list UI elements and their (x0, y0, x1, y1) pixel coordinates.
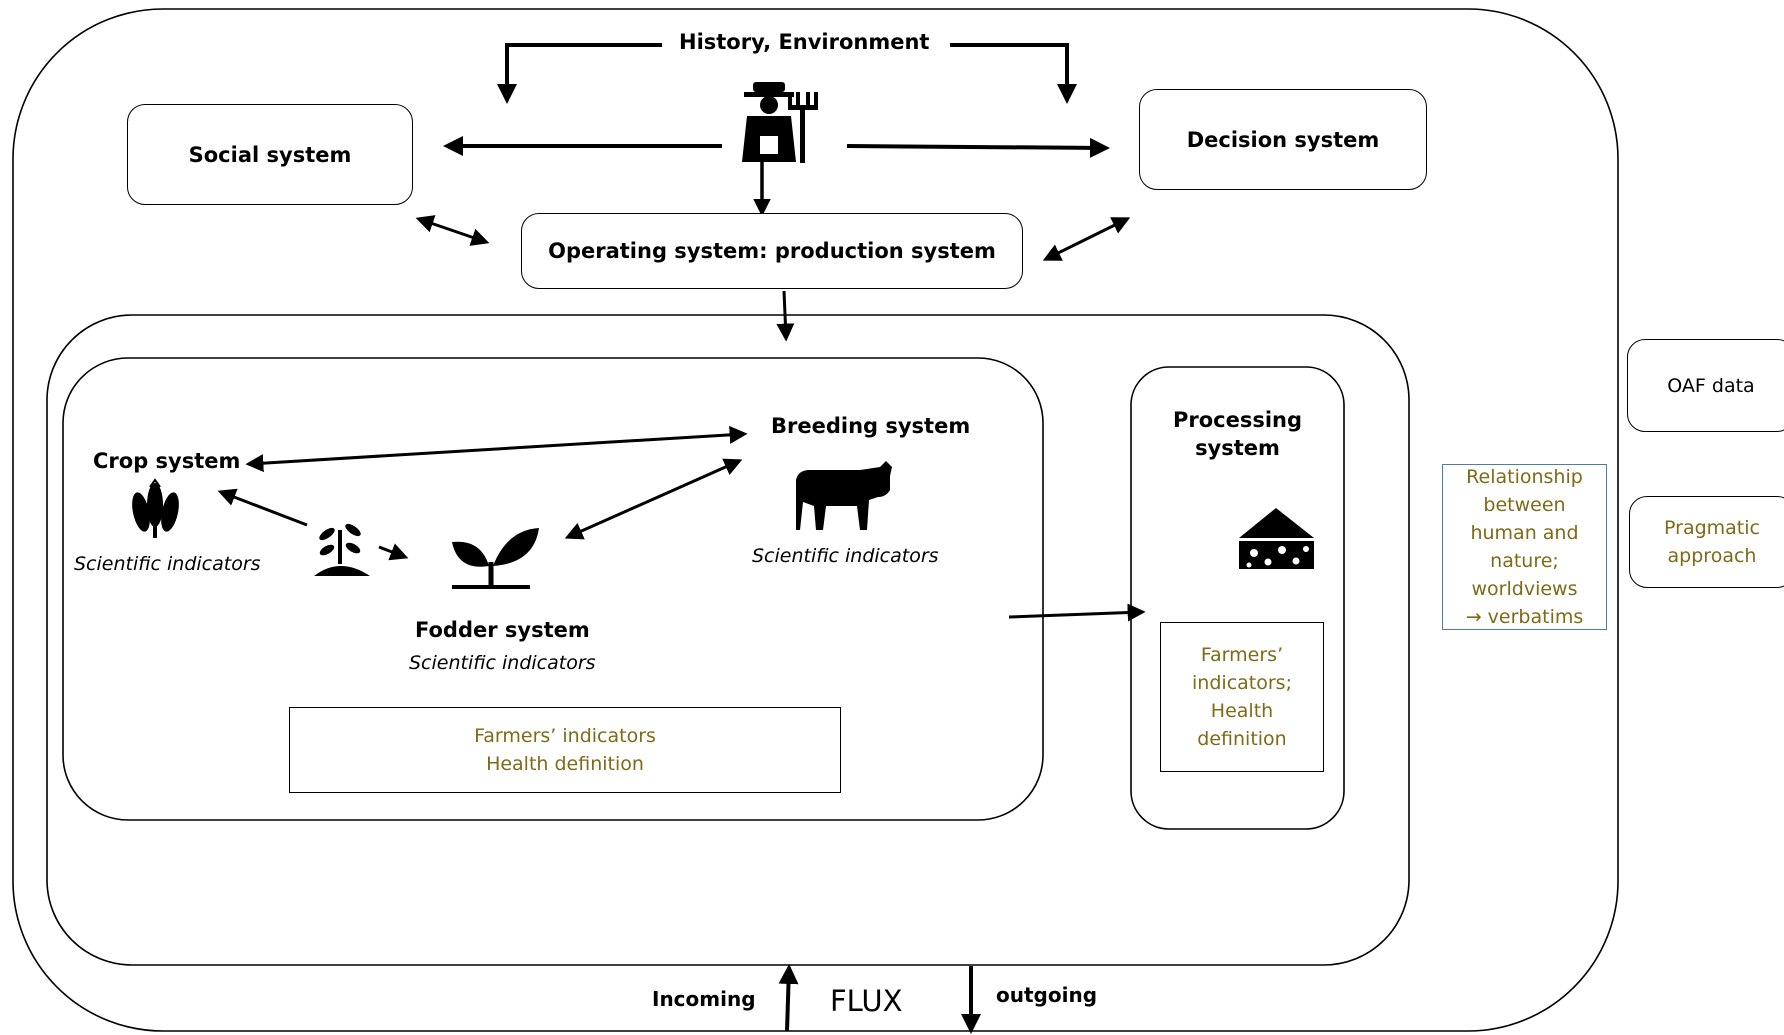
farmers-indicators-box: Farmers’ indicators Health definition (289, 707, 841, 793)
fodder-system-label: Fodder system (415, 618, 590, 642)
crop-system-label: Crop system (93, 449, 241, 473)
wheat-icon (132, 478, 179, 538)
outer-frame (12, 8, 1619, 1032)
inner-frame (46, 314, 1410, 966)
agri-systems-frame (62, 357, 1044, 821)
farmer-arrows (443, 136, 1110, 217)
relationship-line: human and (1470, 522, 1579, 544)
farmers-indicators-label: Farmers’ indicators (474, 725, 656, 747)
social-system-box: Social system (127, 104, 413, 205)
history-arrows (497, 43, 1077, 104)
inner-arrows (217, 425, 1146, 622)
processing-indicators-box: Farmers’ indicators; Health definition (1160, 622, 1324, 772)
relationship-box: Relationship between human and nature; w… (1442, 464, 1607, 630)
breeding-system-label: Breeding system (771, 414, 971, 438)
flux-label: FLUX (830, 984, 903, 1018)
farmer-icon (742, 82, 818, 163)
cheese-icon (1239, 508, 1314, 569)
decision-system-label: Decision system (1186, 127, 1380, 152)
incoming-label: Incoming (652, 987, 756, 1011)
decision-system-box: Decision system (1139, 89, 1427, 190)
social-system-label: Social system (188, 142, 352, 167)
processing-indicators-line: definition (1197, 728, 1287, 750)
breeding-indicators-label: Scientific indicators (752, 545, 939, 567)
system-links (415, 215, 1131, 342)
pragmatic-line: approach (1667, 545, 1757, 567)
relationship-line: worldviews (1471, 578, 1578, 600)
processing-frame (1130, 366, 1345, 830)
relationship-line: → verbatims (1465, 606, 1584, 628)
history-environment-label: History, Environment (679, 30, 930, 54)
processing-indicators-line: Health (1210, 700, 1274, 722)
pragmatic-line: Pragmatic (1664, 517, 1760, 539)
processing-indicators-line: indicators; (1192, 672, 1292, 694)
relationship-line: Relationship (1466, 466, 1583, 488)
operating-system-box: Operating system: production system (521, 213, 1023, 289)
relationship-line: nature; (1490, 550, 1559, 572)
outgoing-label: outgoing (996, 983, 1098, 1007)
oaf-data-box: OAF data (1627, 339, 1784, 432)
operating-system-label: Operating system: production system (548, 239, 996, 263)
processing-indicators-line: Farmers’ (1200, 644, 1284, 666)
pragmatic-approach-box: Pragmatic approach (1629, 496, 1784, 588)
seedling-icon (314, 523, 370, 576)
health-definition-label: Health definition (486, 753, 644, 775)
oaf-data-label: OAF data (1667, 374, 1755, 397)
relationship-line: between (1483, 494, 1566, 516)
cow-icon (796, 461, 892, 530)
fodder-indicators-label: Scientific indicators (409, 652, 596, 674)
crop-indicators-label: Scientific indicators (74, 553, 261, 575)
sprout-icon (452, 528, 539, 589)
flux-arrows (778, 964, 981, 1034)
processing-system-label: Processing system (1172, 408, 1303, 460)
